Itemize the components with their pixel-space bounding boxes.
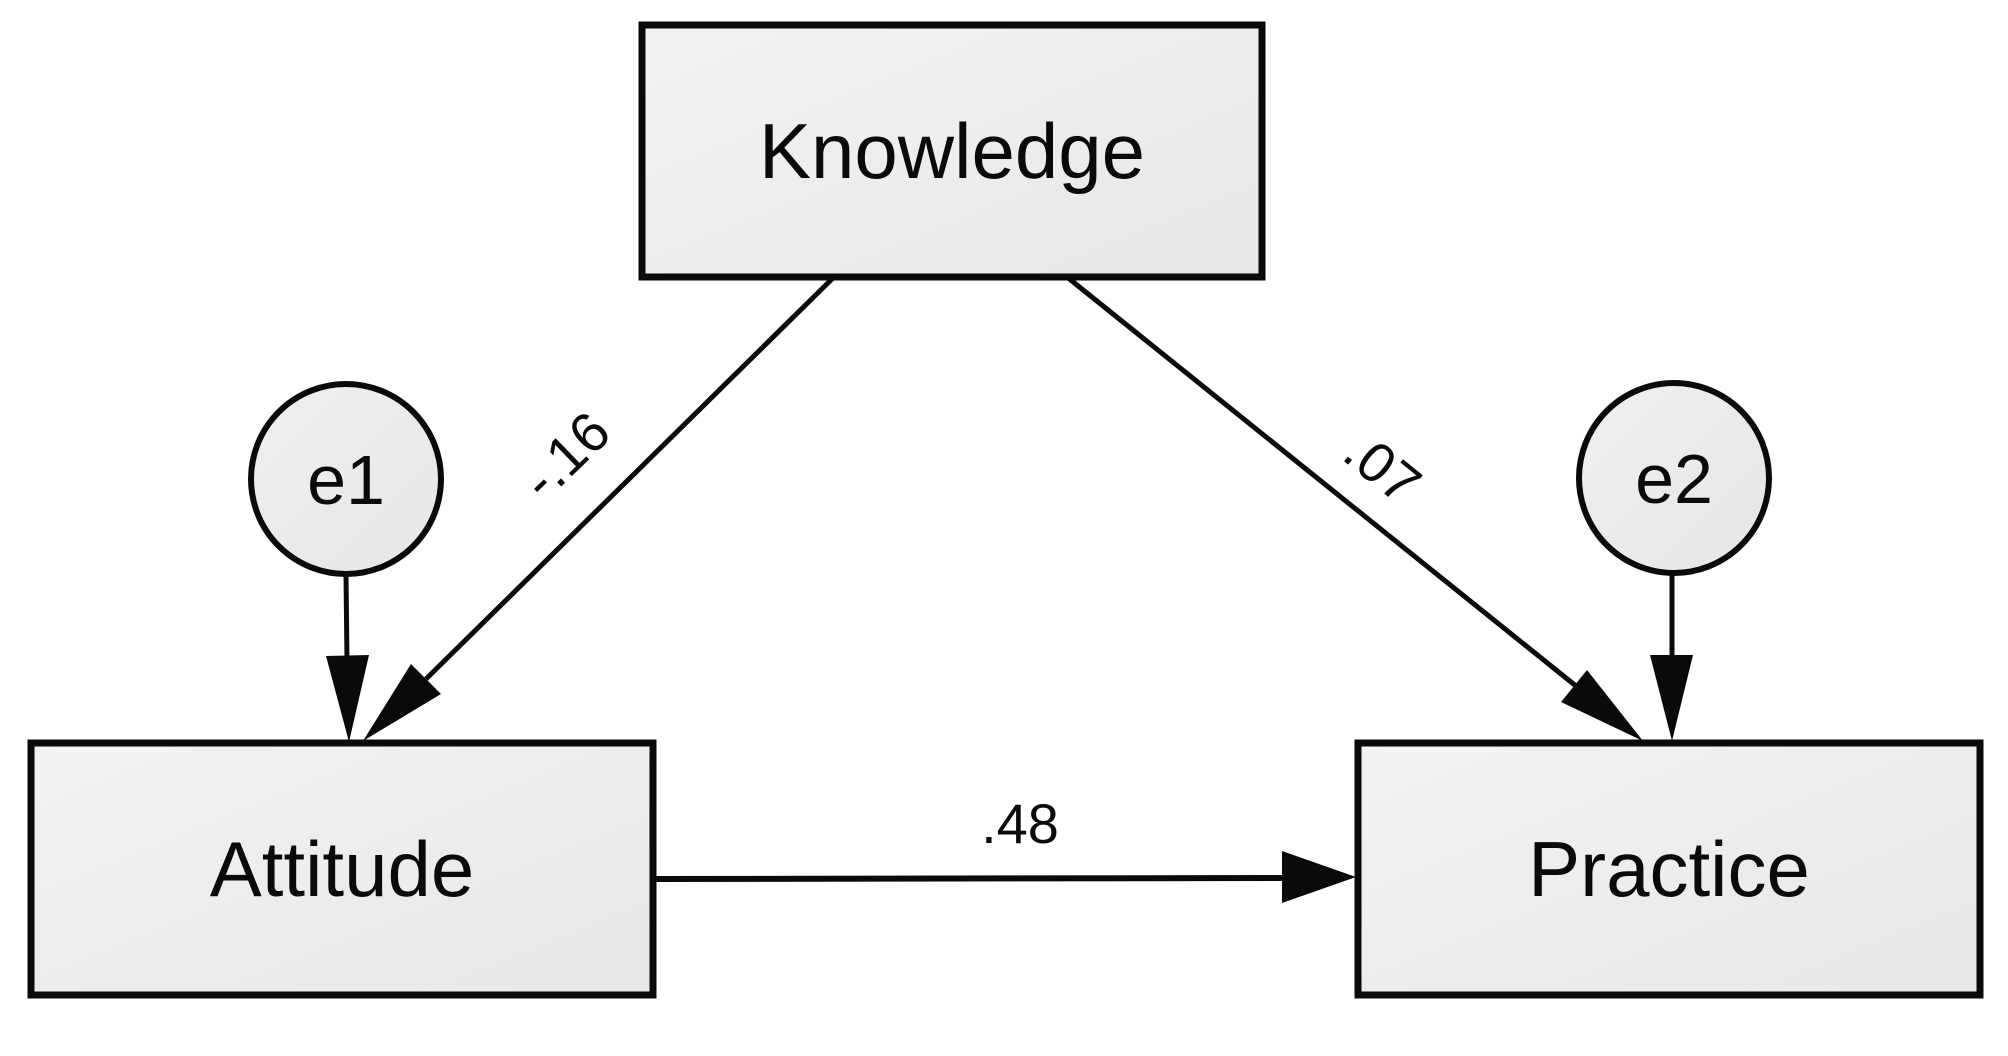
path-e1-attitude: [343, 573, 350, 663]
coefficient-knowledge-attitude: -.16: [509, 399, 622, 511]
arrowhead-knowledge-attitude-icon: [363, 664, 441, 741]
e1-label: e1: [307, 441, 385, 519]
arrowhead-e1-attitude-icon: [326, 655, 369, 742]
attitude-node: Attitude: [27, 739, 657, 999]
e1-error-node: e1: [248, 381, 444, 577]
path-attitude-practice: [652, 875, 1293, 882]
e2-label: e2: [1635, 440, 1713, 518]
practice-label: Practice: [1528, 825, 1810, 913]
path-knowledge-attitude: [424, 275, 836, 681]
coefficient-attitude-practice: .48: [981, 792, 1059, 855]
knowledge-box: [638, 21, 1266, 281]
arrowhead-e2-practice-icon: [1650, 655, 1693, 741]
e1-circle: [248, 381, 444, 577]
knowledge-label: Knowledge: [759, 107, 1145, 195]
practice-box: [1354, 739, 1984, 999]
e2-circle: [1576, 380, 1772, 576]
knowledge-node: Knowledge: [638, 21, 1266, 281]
arrowhead-attitude-practice-icon: [1282, 851, 1356, 903]
practice-node: Practice: [1354, 739, 1984, 999]
attitude-label: Attitude: [210, 825, 475, 913]
path-knowledge-practice: [1065, 275, 1578, 688]
attitude-box: [27, 739, 657, 999]
arrowhead-knowledge-practice-icon: [1561, 670, 1643, 741]
e2-error-node: e2: [1576, 380, 1772, 576]
